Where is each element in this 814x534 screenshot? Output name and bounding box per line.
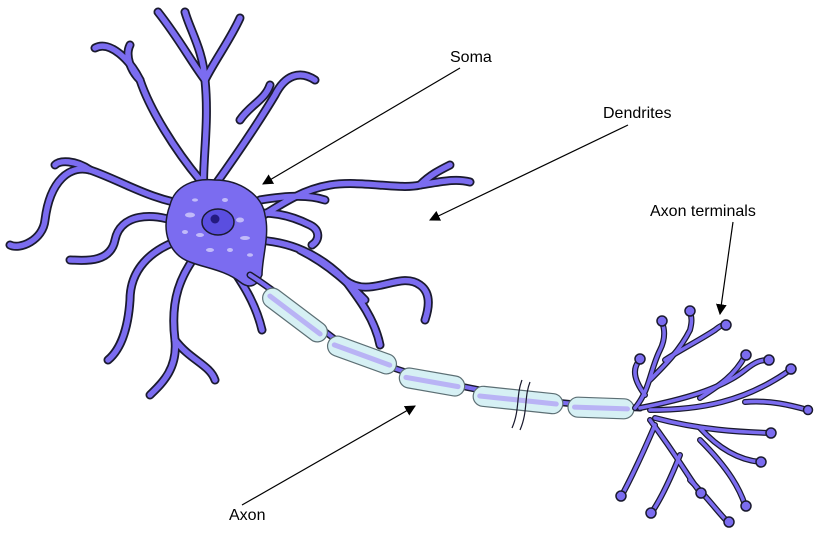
synaptic-boutons — [616, 306, 813, 527]
dendrites-arrow — [430, 125, 628, 220]
nucleolus — [211, 215, 220, 224]
soma-arrow — [263, 68, 460, 184]
dendrites-label: Dendrites — [603, 106, 671, 122]
soma — [166, 180, 267, 286]
axon-arrow — [242, 406, 415, 505]
myelin-sheath — [259, 284, 635, 419]
axon — [250, 275, 640, 430]
axon-label: Axon — [229, 508, 265, 524]
label-arrows — [242, 68, 733, 505]
axon-terminals — [616, 306, 813, 527]
soma-label: Soma — [450, 50, 492, 66]
axon-terminals-arrow — [720, 222, 733, 314]
axon-terminals-label: Axon terminals — [650, 204, 756, 220]
